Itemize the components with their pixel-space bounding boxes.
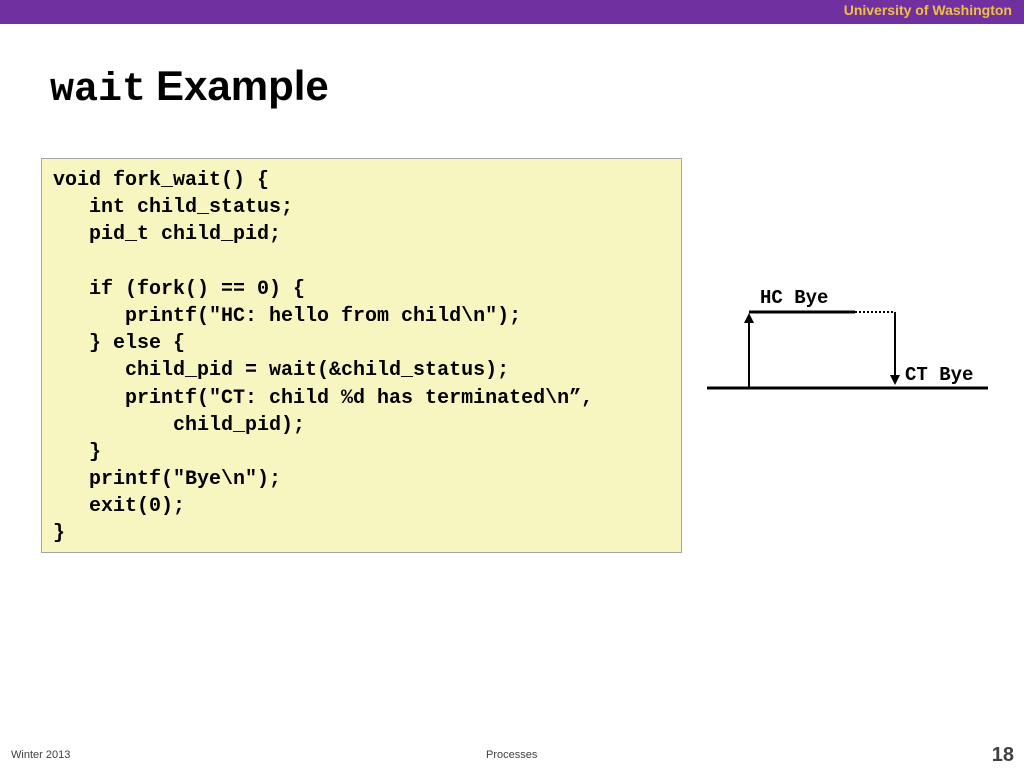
page-number: 18: [991, 744, 1014, 766]
slide-title-code: wait: [50, 68, 147, 113]
process-graph: HC Bye CT Bye: [707, 287, 988, 390]
code-line-7: } else {: [53, 332, 186, 356]
slide-title: wait Example: [50, 62, 329, 122]
code-line-6: printf("HC: hello from child\n");: [53, 304, 522, 328]
code-line-9: printf("CT: child %d has terminated\n”,: [53, 386, 594, 410]
code-line-3: pid_t child_pid;: [53, 223, 282, 247]
footer-topic: Processes: [486, 749, 538, 761]
code-line-1: void fork_wait() {: [53, 169, 270, 192]
child-output-label: HC Bye: [760, 287, 828, 309]
slide-title-text: Example: [156, 62, 329, 109]
code-line-12: printf("Bye\n");: [53, 468, 282, 492]
code-line-2: int child_status;: [53, 196, 294, 220]
code-line-11: }: [53, 440, 102, 464]
parent-output-label: CT Bye: [905, 364, 973, 386]
footer-term: Winter 2013: [11, 749, 71, 761]
university-name: University of Washington: [843, 2, 1012, 18]
code-lines: void fork_wait() { int child_status; pid…: [53, 167, 593, 548]
code-line-8: child_pid = wait(&child_status);: [53, 359, 510, 383]
code-block: void fork_wait() { int child_status; pid…: [41, 158, 682, 553]
code-line-5: if (fork() == 0) {: [53, 277, 306, 301]
code-line-14: }: [53, 522, 66, 546]
code-line-13: exit(0);: [53, 495, 186, 519]
code-line-4: [53, 249, 593, 276]
code-line-10: child_pid);: [53, 413, 306, 437]
header-bar: University of Washington: [0, 0, 1024, 24]
